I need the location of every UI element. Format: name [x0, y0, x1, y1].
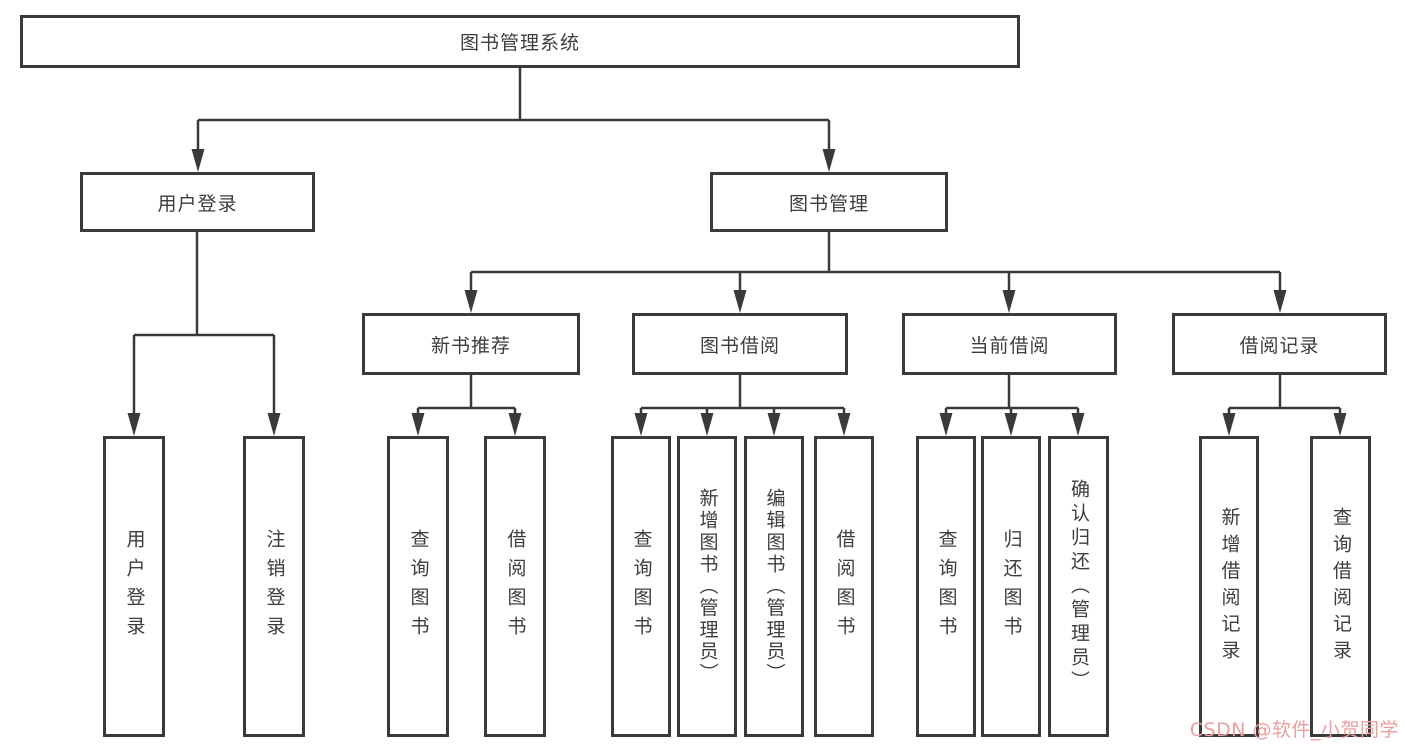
leaf-label: 编辑图书（管理员） [763, 488, 786, 685]
leaf-borrow-books: 借阅图书 [814, 436, 874, 737]
node-user-login: 用户登录 [80, 172, 315, 232]
leaf-add-books-admin: 新增图书（管理员） [677, 436, 737, 737]
arrowheads [127, 149, 1347, 436]
leaf-label: 注销登录 [263, 528, 286, 645]
node-label: 图书借阅 [699, 334, 780, 357]
node-borrow-records: 借阅记录 [1172, 313, 1387, 375]
leaf-label: 查询图书 [935, 528, 958, 645]
node-label: 图书管理 [788, 192, 869, 215]
leaf-return-books: 归还图书 [981, 436, 1041, 737]
csdn-watermark: CSDN @软件_小贺同学 [1189, 719, 1399, 741]
leaf-borrow-books-recommend: 借阅图书 [484, 436, 546, 737]
node-new-book-recommend: 新书推荐 [362, 313, 580, 375]
node-label: 用户登录 [157, 192, 238, 215]
leaf-label: 查询借阅记录 [1330, 506, 1352, 667]
leaf-add-borrow-record: 新增借阅记录 [1199, 436, 1259, 737]
node-label: 借阅记录 [1239, 334, 1320, 357]
leaf-label: 用户登录 [123, 528, 146, 645]
leaf-query-books-recommend: 查询图书 [387, 436, 449, 737]
leaf-query-books-borrow: 查询图书 [611, 436, 671, 737]
leaf-query-books-current: 查询图书 [916, 436, 976, 737]
leaf-label: 新增借阅记录 [1218, 506, 1241, 667]
node-library-management-system: 图书管理系统 [20, 15, 1020, 68]
leaf-label: 查询图书 [407, 528, 430, 645]
node-book-borrow: 图书借阅 [632, 313, 848, 375]
node-label: 图书管理系统 [459, 32, 580, 54]
node-current-borrow: 当前借阅 [902, 313, 1117, 375]
node-label: 当前借阅 [969, 334, 1050, 357]
leaf-query-borrow-record: 查询借阅记录 [1310, 436, 1371, 737]
leaf-label: 确认归还（管理员） [1068, 478, 1090, 695]
leaf-edit-books-admin: 编辑图书（管理员） [744, 436, 804, 737]
leaf-label: 借阅图书 [833, 528, 856, 645]
leaf-confirm-return-admin: 确认归还（管理员） [1048, 436, 1109, 737]
leaf-label: 借阅图书 [504, 528, 527, 645]
leaf-label: 新增图书（管理员） [696, 488, 719, 685]
leaf-label: 归还图书 [1000, 528, 1023, 645]
leaf-label: 查询图书 [630, 528, 653, 645]
leaf-user-login: 用户登录 [103, 436, 165, 737]
node-book-management: 图书管理 [710, 172, 948, 232]
leaf-logout: 注销登录 [243, 436, 305, 737]
node-label: 新书推荐 [430, 334, 511, 357]
